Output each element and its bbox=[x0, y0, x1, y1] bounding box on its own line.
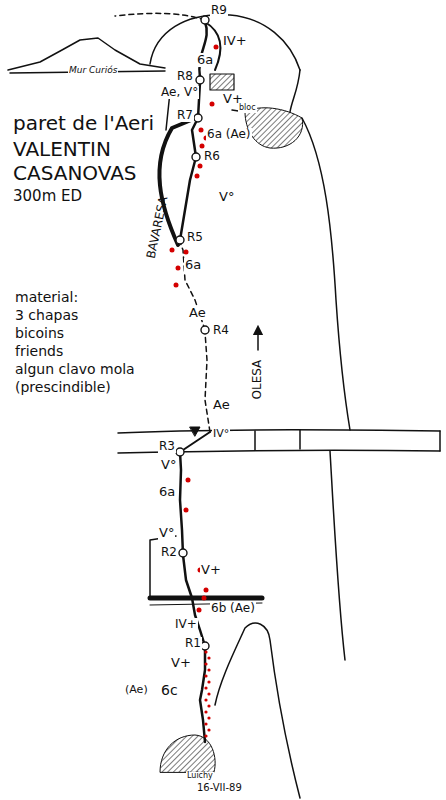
bolt-dot bbox=[204, 686, 207, 689]
route-line bbox=[159, 22, 258, 742]
grade-label: IV° bbox=[212, 428, 230, 440]
gear-note: bicoins bbox=[14, 326, 65, 341]
grade-label: Ae, V° bbox=[160, 86, 199, 99]
place-label: Luichy bbox=[186, 772, 214, 781]
gear-note: 3 chapas bbox=[14, 308, 79, 323]
grade-label: V° bbox=[218, 190, 235, 204]
bolt-dot bbox=[207, 704, 210, 707]
grade-label: 6b (Ae) bbox=[210, 602, 256, 615]
rock-outline bbox=[8, 13, 440, 798]
date-label: 16-VII-89 bbox=[196, 782, 243, 793]
bolt-dot bbox=[207, 656, 210, 659]
belay-symbol bbox=[176, 16, 209, 650]
belay-label: R3 bbox=[158, 440, 176, 453]
bolt-trail bbox=[204, 650, 210, 737]
belay-label: R4 bbox=[212, 324, 230, 337]
grade-label: V+ bbox=[200, 563, 222, 577]
grade-label: (Ae) bbox=[124, 684, 149, 696]
belay-label: R2 bbox=[160, 546, 178, 559]
route-name: BAVARESA bbox=[145, 195, 171, 262]
bolt-dot bbox=[207, 668, 210, 671]
belay-label: R9 bbox=[210, 4, 228, 17]
grade-label: Ae bbox=[212, 398, 231, 412]
grade-label: Ae bbox=[188, 306, 207, 320]
gear-note: material: bbox=[14, 290, 79, 305]
grade-label: IV+ bbox=[174, 618, 198, 631]
belay-label: R8 bbox=[176, 70, 194, 83]
bolt-dot bbox=[204, 674, 207, 677]
bolt-dot bbox=[204, 662, 207, 665]
gear-note: (prescindible) bbox=[14, 380, 112, 395]
grade-label: V+ bbox=[170, 656, 192, 670]
place-label: Mur Curiós bbox=[68, 66, 118, 76]
bolt-dot bbox=[204, 710, 207, 713]
title-line: 300m ED bbox=[12, 188, 83, 205]
grade-label: V° bbox=[158, 526, 175, 540]
title-line: paret de l'Aeri bbox=[12, 112, 155, 134]
grade-label: IV+ bbox=[222, 34, 248, 48]
belay-label: R5 bbox=[186, 231, 204, 244]
bolt-dot bbox=[204, 650, 207, 653]
belay-label: R1 bbox=[184, 637, 202, 650]
grade-label: 6c bbox=[160, 683, 179, 698]
place-label: bloc bbox=[238, 104, 257, 113]
direction-label: OLESA bbox=[251, 359, 264, 401]
bolt-dot bbox=[207, 728, 210, 731]
grade-label: 6a (Ae) bbox=[206, 128, 252, 141]
belay-label: R7 bbox=[176, 109, 194, 122]
grade-label: 6a bbox=[158, 485, 176, 499]
gear-note: algun clavo mola bbox=[14, 362, 136, 377]
bolt-dot bbox=[204, 722, 207, 725]
belay-label: R6 bbox=[203, 150, 221, 163]
gear-note: friends bbox=[14, 344, 64, 359]
title-line: VALENTIN bbox=[12, 138, 112, 160]
bolt-dot bbox=[207, 680, 210, 683]
bolt-dot bbox=[207, 692, 210, 695]
bolt-dot bbox=[204, 698, 207, 701]
title-line: CASANOVAS bbox=[12, 162, 138, 184]
bolt-dot bbox=[204, 734, 207, 737]
bolt-dot bbox=[207, 716, 210, 719]
grade-label: V° bbox=[160, 458, 177, 472]
grade-label: 6a bbox=[184, 258, 202, 272]
grade-label: 6a bbox=[196, 53, 214, 67]
